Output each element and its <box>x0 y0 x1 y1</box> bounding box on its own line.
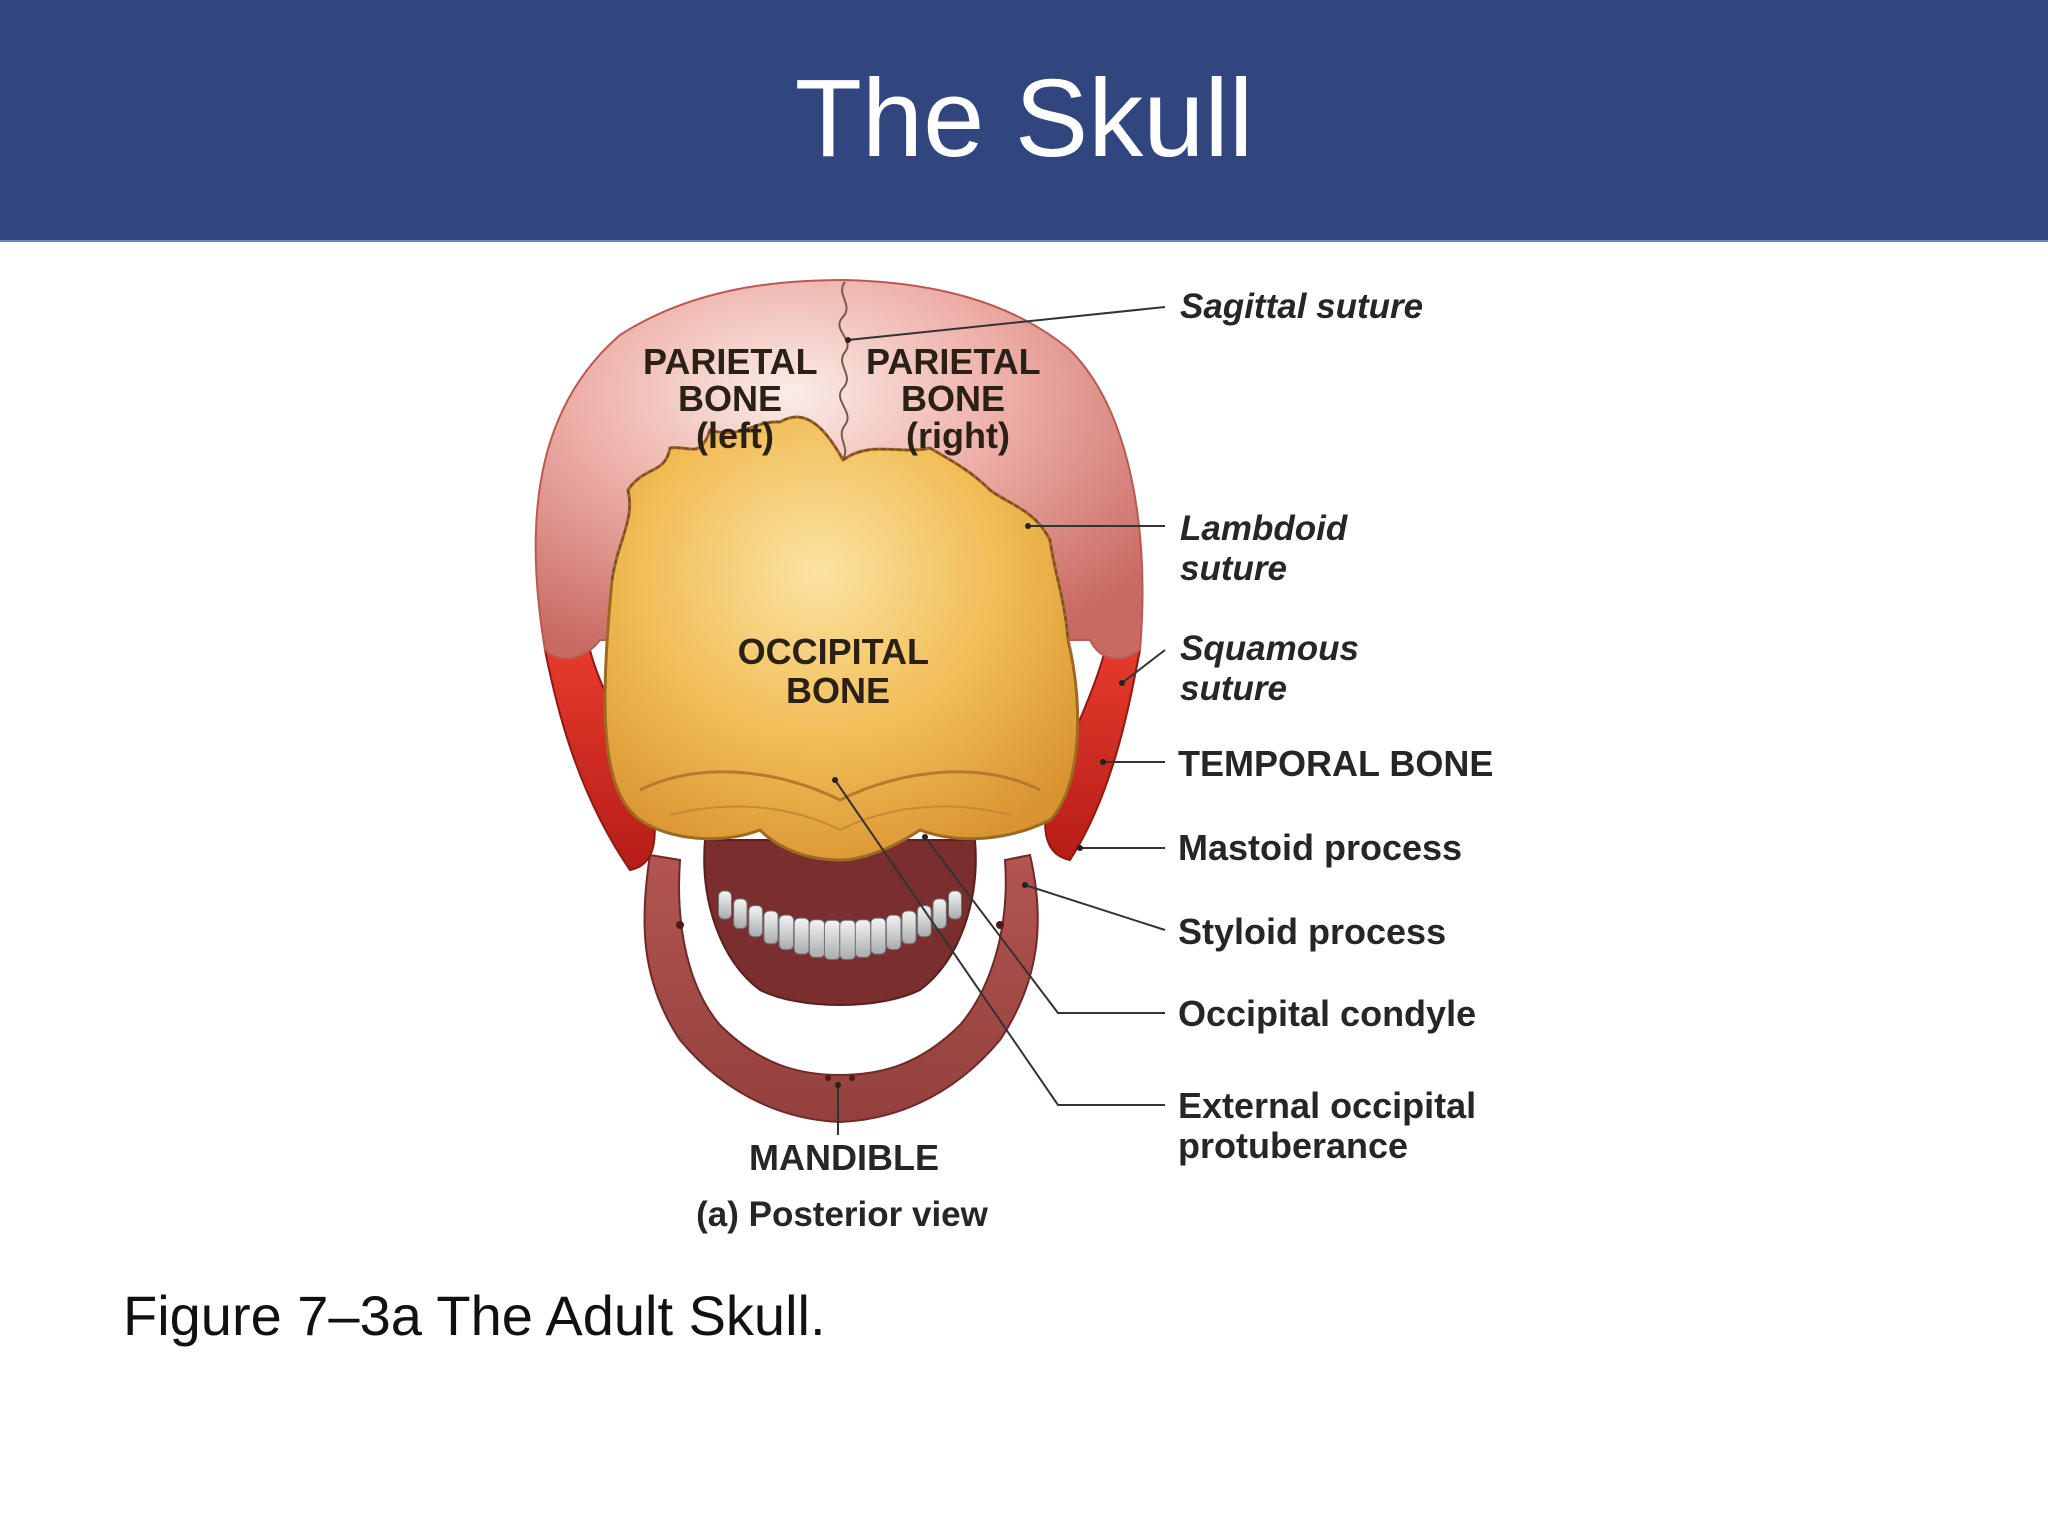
label-temporal-bone: TEMPORAL BONE <box>1178 743 1493 784</box>
parietal-left-label: PARIETAL BONE (left) <box>643 341 827 456</box>
tooth <box>885 914 902 951</box>
leader-squamous-suture <box>1121 649 1166 684</box>
mandible-body <box>643 853 1039 1124</box>
title-bar: The Skull <box>0 0 2048 242</box>
mandible-label: MANDIBLE <box>749 1137 939 1178</box>
leader-styloid-process <box>1024 884 1166 931</box>
leader-occipital-condyle <box>924 836 1165 1014</box>
tooth <box>870 917 887 955</box>
label-lambdoid-suture: Lambdoid suture <box>1180 509 1357 588</box>
label-occipital-condyle: Occipital condyle <box>1178 993 1476 1034</box>
figure-caption: Figure 7–3a The Adult Skull. <box>123 1284 826 1347</box>
label-squamous-suture: Squamous suture <box>1180 629 1369 708</box>
tooth <box>733 898 748 930</box>
tooth <box>932 898 947 930</box>
tooth <box>808 919 826 958</box>
tooth <box>854 919 872 958</box>
label-mastoid-process: Mastoid process <box>1178 827 1462 868</box>
mandible <box>643 839 1039 1124</box>
leader-endpoints <box>832 337 1125 1088</box>
label-sagittal-suture: Sagittal suture <box>1180 287 1423 326</box>
leader-sagittal-suture <box>847 306 1166 341</box>
slide-title: The Skull <box>794 56 1254 180</box>
temporal-bone-right <box>1044 649 1142 862</box>
tooth <box>763 910 779 945</box>
parietal-right-label: PARIETAL BONE (right) <box>866 341 1050 456</box>
mandible-foramen-left <box>676 921 684 929</box>
mental-tubercle-left <box>825 1075 831 1081</box>
tooth <box>748 905 764 938</box>
tooth <box>948 890 962 920</box>
lambdoid-suture <box>611 415 1069 641</box>
nuchal-line-lower <box>669 805 1011 832</box>
mental-tubercle-right <box>849 1075 855 1081</box>
tooth <box>778 914 795 951</box>
leader-lines <box>834 306 1166 1135</box>
view-label: (a) Posterior view <box>696 1195 989 1234</box>
tooth <box>793 917 810 955</box>
teeth <box>718 890 962 960</box>
tooth <box>823 919 841 960</box>
leader-external-occipital-protuberance <box>834 779 1165 1106</box>
tooth <box>901 910 917 945</box>
sagittal-suture <box>838 281 849 461</box>
nuchal-line <box>639 770 1041 802</box>
mandible-foramen-right <box>996 921 1004 929</box>
tooth <box>718 890 732 920</box>
occipital-bone-label: OCCIPITAL BONE <box>738 631 939 711</box>
label-styloid-process: Styloid process <box>1178 911 1446 952</box>
label-external-occipital-protuberance: External occipital protuberance <box>1178 1085 1486 1166</box>
tooth <box>839 919 857 960</box>
